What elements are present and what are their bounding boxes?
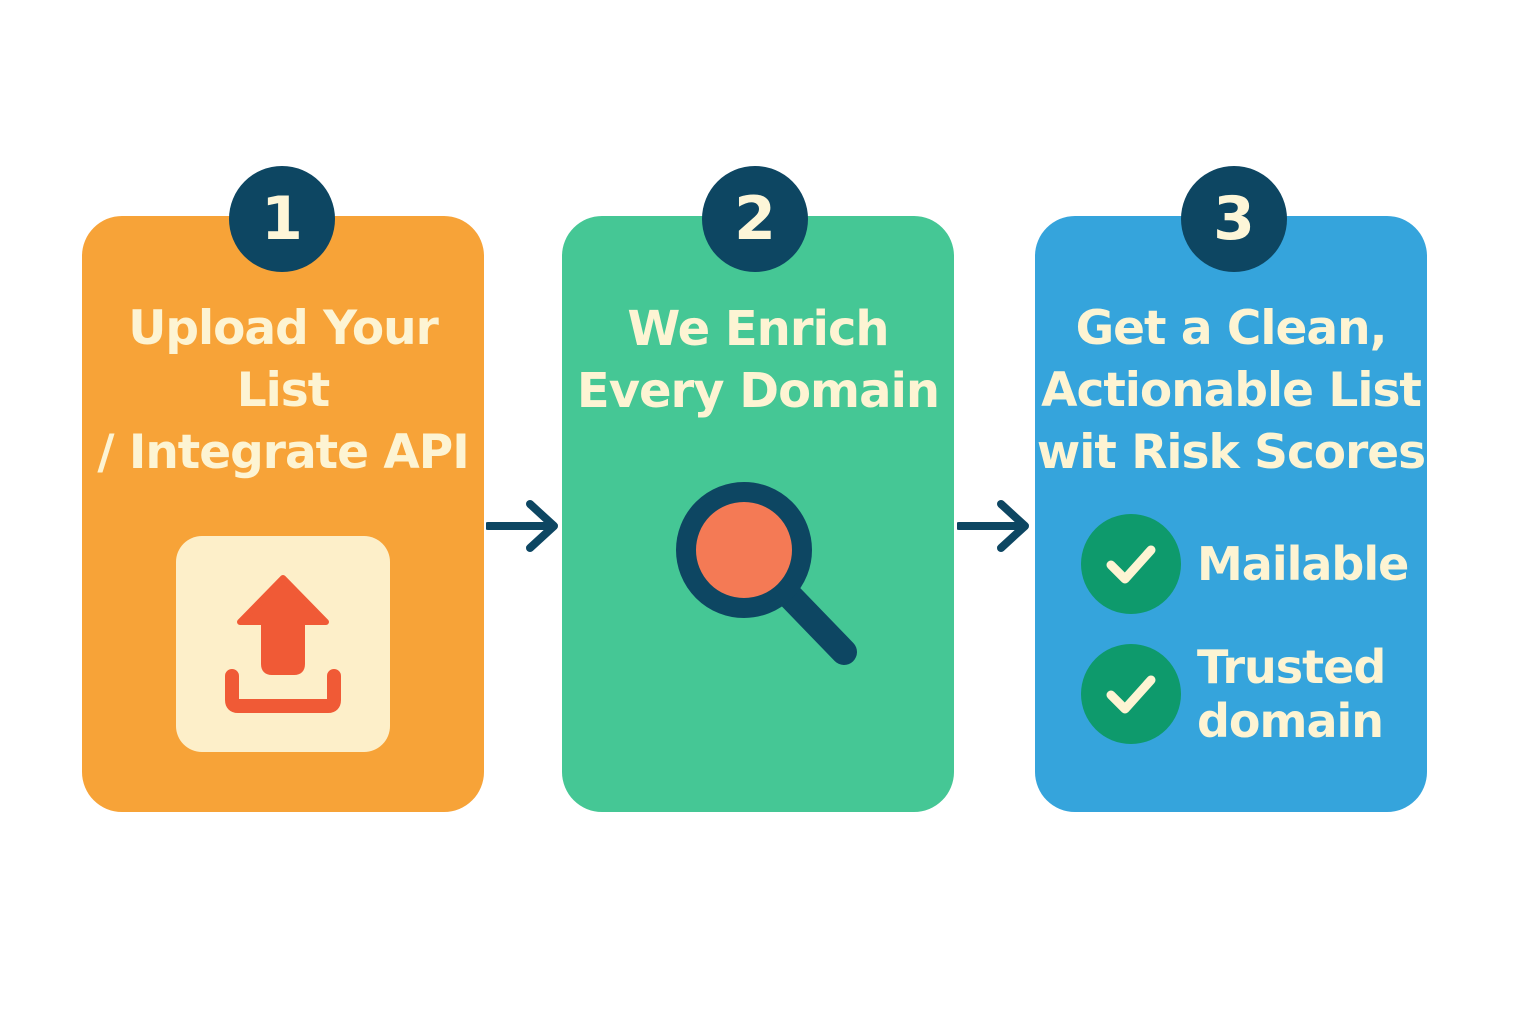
- step-2-number-badge: 2: [702, 166, 808, 272]
- check-label-line: Trusted: [1197, 640, 1386, 694]
- step-3-card: Get a Clean, Actionable List wit Risk Sc…: [1035, 216, 1427, 812]
- check-item-trusted-domain: Trusted domain: [1081, 640, 1386, 748]
- check-label: Trusted domain: [1197, 640, 1386, 748]
- step-2-title-line: We Enrich: [627, 301, 889, 357]
- magnifying-glass-icon: [674, 480, 864, 676]
- step-2-card: We Enrich Every Domain: [562, 216, 954, 812]
- check-label-line: domain: [1197, 694, 1384, 748]
- step-3-title: Get a Clean, Actionable List wit Risk Sc…: [1035, 298, 1427, 484]
- arrow-right-icon: [484, 497, 562, 559]
- step-1-card: Upload Your List / Integrate API: [82, 216, 484, 812]
- check-icon: [1081, 644, 1181, 744]
- check-label: Mailable: [1197, 537, 1409, 591]
- step-1-number-badge: 1: [229, 166, 335, 272]
- step-3-number-badge: 3: [1181, 166, 1287, 272]
- check-item-mailable: Mailable: [1081, 514, 1409, 614]
- step-1-title-line: List: [236, 363, 331, 418]
- step-3-title-line: Get a Clean,: [1075, 301, 1388, 356]
- step-2-title: We Enrich Every Domain: [562, 298, 954, 422]
- step-2-title-line: Every Domain: [576, 363, 940, 419]
- step-1-title: Upload Your List / Integrate API: [82, 298, 484, 484]
- upload-icon: [176, 536, 390, 752]
- step-1-title-line: Upload Your: [128, 301, 439, 356]
- step-3-title-line: wit Risk Scores: [1036, 425, 1426, 480]
- arrow-right-icon: [955, 497, 1033, 559]
- check-label-line: Mailable: [1197, 537, 1409, 591]
- check-icon: [1081, 514, 1181, 614]
- step-1-title-line: / Integrate API: [97, 425, 469, 480]
- step-3-title-line: Actionable List: [1041, 363, 1422, 418]
